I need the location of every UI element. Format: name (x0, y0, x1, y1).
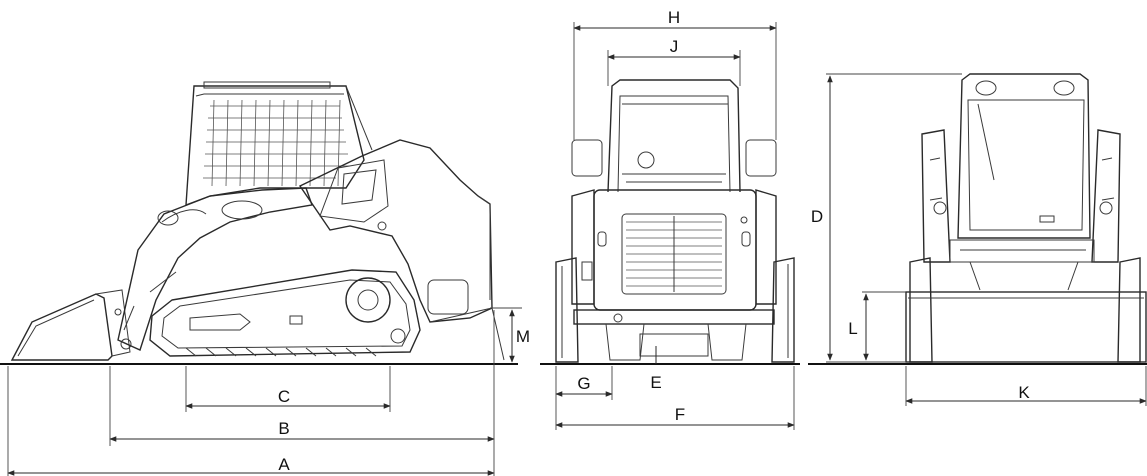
label-j: J (670, 37, 679, 56)
rear-view (540, 22, 800, 430)
label-l: L (848, 319, 857, 338)
side-view (0, 81, 522, 476)
cab-front (949, 73, 1095, 291)
left-lift-arm-front (921, 129, 951, 263)
left-track-rear (555, 257, 579, 363)
right-track-front (1117, 257, 1141, 363)
right-track-rear (771, 257, 795, 363)
body (221, 139, 493, 323)
label-f: F (675, 405, 685, 424)
cab (185, 81, 373, 207)
side-dimensions (7, 307, 522, 476)
bucket-front (905, 291, 1147, 363)
label-h: H (668, 8, 680, 27)
dimension-labels: C B A M H J G E F D L K (278, 8, 1030, 474)
front-dimensions (826, 73, 1147, 406)
left-track-front (909, 257, 933, 363)
track (149, 269, 505, 361)
label-b: B (278, 419, 289, 438)
label-k: K (1018, 383, 1030, 402)
rops-rear (571, 79, 777, 193)
label-d: D (811, 207, 823, 226)
bucket (10, 289, 132, 361)
label-g: G (577, 374, 590, 393)
lift-arm (117, 187, 313, 351)
label-m: M (516, 327, 530, 346)
drive-sprocket (345, 277, 391, 323)
rear-body (571, 189, 777, 361)
rear-grille (621, 213, 727, 295)
label-e: E (650, 373, 661, 392)
rear-dimensions (555, 22, 795, 430)
right-lift-arm-front (1091, 129, 1121, 263)
label-c: C (278, 387, 290, 406)
front-view (808, 73, 1147, 406)
label-a: A (278, 455, 290, 474)
